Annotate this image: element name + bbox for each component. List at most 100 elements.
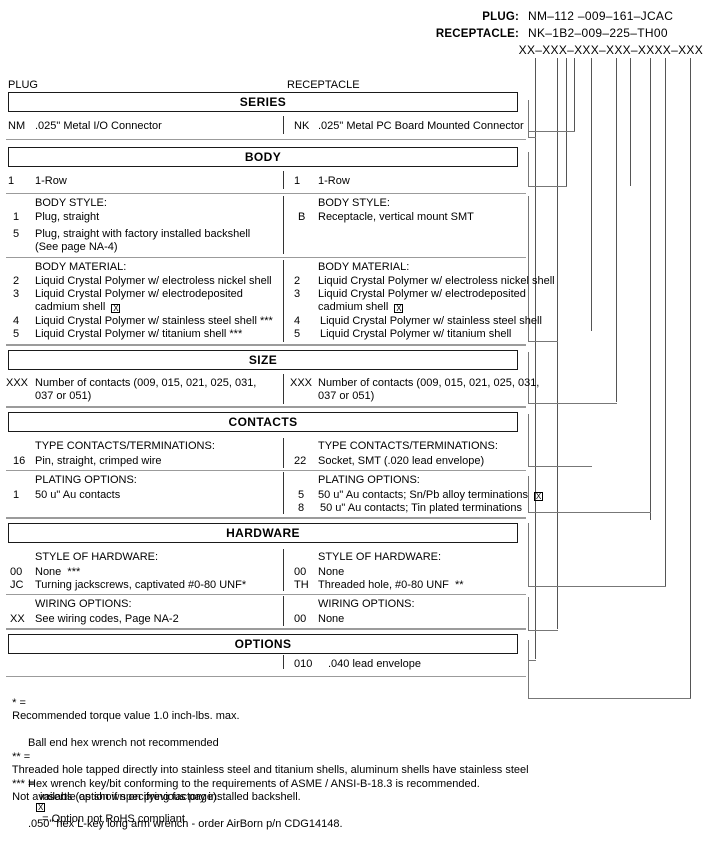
pattern-tick-2 [557, 58, 558, 629]
plating-left-text: 50 u" Au contacts [35, 489, 121, 501]
separator-after-wiring [6, 628, 526, 630]
separator-after-options [6, 676, 526, 677]
wiring-right-code: 00 [294, 613, 307, 625]
size-left-text-1: Number of contacts (009, 015, 021, 025, … [35, 377, 257, 389]
body-material-left-heading: BODY MATERIAL: [35, 261, 127, 273]
body-style-left-heading: BODY STYLE: [35, 197, 107, 209]
body-divider-3 [283, 260, 284, 342]
body-left-row-code: 1 [8, 175, 15, 187]
body-material-right-text-3: Liquid Crystal Polymer w/ electrodeposit… [318, 288, 526, 300]
body-material-right-code-4: 4 [294, 315, 301, 327]
part-number-row-plug: PLUG: NM–112 –009–161–JCAC [0, 8, 703, 25]
hardware-right-text-00: None [318, 566, 345, 578]
bracket-edge-style [528, 196, 529, 342]
footnote-triple-asterisk: *** = Not available option if specifying… [6, 764, 301, 805]
footnote-1-line-2: Ball end hex wrench not recommended [28, 737, 219, 749]
contacts-divider-1 [283, 438, 284, 468]
cadmium-shell-label-right: cadmium shell [318, 301, 389, 313]
bracket-leg-plating [528, 512, 651, 513]
section-bar-series: SERIES [8, 92, 518, 112]
wiring-right-heading: WIRING OPTIONS: [318, 598, 415, 610]
body-material-right-text-2: Liquid Crystal Polymer w/ electroless ni… [318, 275, 555, 287]
body-style-right-heading: BODY STYLE: [318, 197, 390, 209]
body-style-left-text-2: Plug, straight with factory installed ba… [35, 228, 251, 240]
separator-after-body-material [6, 344, 526, 346]
size-left-code: XXX [6, 377, 29, 389]
plating-right-text-5: 50 u" Au contacts; Sn/Pb alloy terminati… [318, 489, 544, 501]
bracket-leg-bodystyle [528, 131, 575, 132]
part-number-pattern: XX–XXX–XXX–XXX–XXXX–XXX [518, 43, 703, 57]
pattern-tick-6 [616, 58, 617, 402]
footnote-double-asterisk: ** = Threaded hole tapped directly into … [6, 737, 529, 818]
footnote-3-line-1: Not available option if specifying facto… [12, 791, 301, 803]
wiring-left-text: See wiring codes, Page NA-2 [35, 613, 179, 625]
section-bar-body: BODY [8, 147, 518, 167]
pattern-tick-1 [535, 58, 536, 659]
bracket-leg-outer [528, 698, 691, 699]
bracket-leg-body [528, 186, 567, 187]
options-right-code: 010 [294, 658, 313, 670]
separator-after-body-row [6, 193, 526, 194]
hardware-divider-1 [283, 549, 284, 591]
wiring-right-text: None [318, 613, 345, 625]
bracket-edge-options [528, 640, 529, 699]
plating-right-code-8: 8 [298, 502, 305, 514]
contacts-left-text: Pin, straight, crimped wire [35, 455, 162, 467]
wiring-left-code: XX [10, 613, 25, 625]
pattern-tick-3 [566, 58, 567, 186]
part-number-header: PLUG: NM–112 –009–161–JCAC RECEPTACLE: N… [0, 8, 703, 58]
body-material-left-text-2: Liquid Crystal Polymer w/ electroless ni… [35, 275, 272, 287]
hardware-right-code-th: TH [294, 579, 309, 591]
options-right-text: .040 lead envelope [328, 658, 421, 670]
size-right-text-2: 037 or 051) [318, 390, 375, 402]
hardware-divider-2 [283, 596, 284, 626]
body-material-left-text-5: Liquid Crystal Polymer w/ titanium shell… [35, 328, 243, 340]
separator-after-plating [6, 517, 526, 519]
receptacle-label: RECEPTACLE: [435, 28, 519, 40]
bracket-leg-options [528, 660, 536, 661]
rohs-legend-text: = Option not RoHS compliant [42, 813, 185, 825]
plating-right-code-5: 5 [298, 489, 305, 501]
separator-after-contacts-type [6, 470, 526, 471]
bracket-edge-size [528, 352, 529, 404]
body-material-right-text-5: Liquid Crystal Polymer w/ titanium shell [320, 328, 512, 340]
bracket-edge-contacts [528, 414, 529, 467]
body-material-right-text-4: Liquid Crystal Polymer w/ stainless stee… [320, 315, 542, 327]
section-bar-options: OPTIONS [8, 634, 518, 654]
plug-label: PLUG: [482, 11, 519, 23]
bracket-edge-body [528, 152, 529, 187]
series-left-code: NM [8, 120, 26, 132]
body-material-left-code-3: 3 [13, 288, 20, 300]
footnote-2-line-1: Threaded hole tapped directly into stain… [11, 764, 529, 776]
bracket-series [535, 132, 536, 133]
bracket-edge-hardware [528, 523, 529, 587]
contacts-right-text: Socket, SMT (.020 lead envelope) [318, 455, 485, 467]
series-divider [283, 116, 284, 134]
body-material-left-code-4: 4 [13, 315, 20, 327]
bracket-leg-wiring [528, 630, 558, 631]
bracket-edge-wiring [528, 597, 529, 631]
pattern-tick-4 [574, 58, 575, 131]
plug-part-number: NM–112 –009–161–JCAC [528, 9, 674, 23]
series-left-text: .025" Metal I/O Connector [35, 120, 162, 132]
body-style-right-text-1: Receptacle, vertical mount SMT [318, 211, 474, 223]
receptacle-part-number: NK–1B2–009–225–TH00 [528, 26, 668, 40]
body-style-left-code-2: 5 [13, 228, 20, 240]
hardware-left-text-00: None *** [35, 566, 81, 578]
body-style-left-code-1: 1 [13, 211, 20, 223]
body-style-left-text-1: Plug, straight [35, 211, 100, 223]
size-right-code: XXX [290, 377, 313, 389]
contacts-left-heading: TYPE CONTACTS/TERMINATIONS: [35, 440, 215, 452]
pattern-tick-9 [665, 58, 666, 586]
wiring-left-heading: WIRING OPTIONS: [35, 598, 132, 610]
hardware-left-text-jc: Turning jackscrews, captivated #0-80 UNF… [35, 579, 247, 591]
rohs-noncompliant-icon: X [36, 802, 46, 812]
body-material-right-heading: BODY MATERIAL: [318, 261, 410, 273]
size-left-text-2: 037 or 051) [35, 390, 92, 402]
footnote-1-line-3: Hex wrench key/bit conforming to the req… [28, 777, 480, 790]
body-material-left-text-3b: cadmium shell X [35, 301, 121, 313]
bracket-leg-series [528, 137, 536, 138]
rohs-legend: X = Option not RoHS compliant [30, 786, 185, 827]
contacts-left-code: 16 [13, 455, 26, 467]
hardware-left-code-jc: JC [10, 579, 24, 591]
